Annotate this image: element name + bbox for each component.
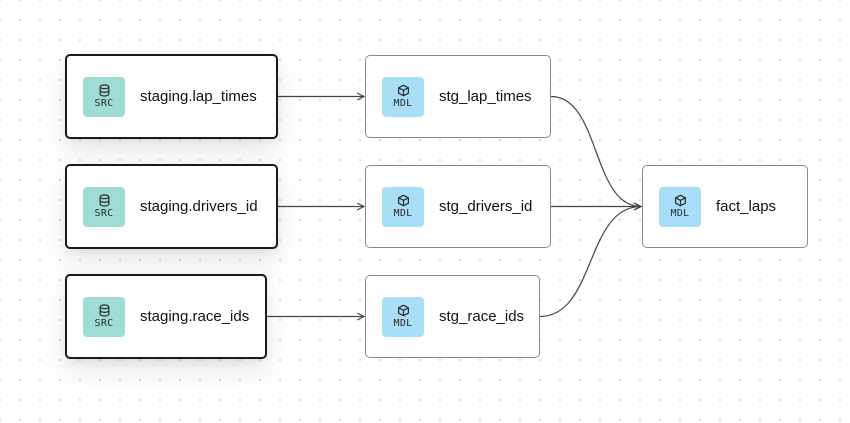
database-icon (99, 303, 109, 317)
source-node-drivers-id[interactable]: SRC staging.drivers_id (65, 164, 278, 249)
mdl-badge: MDL (382, 296, 424, 337)
cube-icon (397, 84, 409, 96)
cube-icon (674, 194, 686, 206)
node-label: fact_laps (716, 198, 777, 215)
source-node-lap-times[interactable]: SRC staging.lap_times (65, 54, 278, 139)
edge-stg_race_ids-to-fact_laps (539, 207, 641, 318)
node-label: staging.race_ids (140, 308, 250, 325)
badge-label: MDL (393, 97, 413, 109)
badge-label: SRC (94, 207, 114, 219)
src-badge: SRC (83, 296, 125, 337)
node-label: staging.lap_times (140, 88, 257, 105)
source-node-race-ids[interactable]: SRC staging.race_ids (65, 274, 267, 359)
model-node-stg-drivers-id[interactable]: MDL stg_drivers_id (365, 165, 551, 248)
database-icon (99, 193, 109, 207)
node-label: stg_lap_times (439, 88, 532, 105)
mdl-badge: MDL (382, 186, 424, 227)
mdl-badge: MDL (659, 186, 701, 227)
database-icon (99, 83, 109, 97)
mdl-badge: MDL (382, 76, 424, 117)
model-node-fact-laps[interactable]: MDL fact_laps (642, 165, 808, 248)
badge-label: MDL (670, 207, 690, 219)
src-badge: SRC (83, 76, 125, 117)
node-label: staging.drivers_id (140, 198, 258, 215)
edge-stg_lap_times-to-fact_laps (550, 95, 641, 207)
node-label: stg_race_ids (439, 308, 525, 325)
src-badge: SRC (83, 186, 125, 227)
cube-icon (397, 194, 409, 206)
cube-icon (397, 304, 409, 316)
badge-label: MDL (393, 207, 413, 219)
badge-label: MDL (393, 317, 413, 329)
badge-label: SRC (94, 97, 114, 109)
model-node-stg-race-ids[interactable]: MDL stg_race_ids (365, 275, 540, 358)
node-label: stg_drivers_id (439, 198, 533, 215)
badge-label: SRC (94, 317, 114, 329)
model-node-stg-lap-times[interactable]: MDL stg_lap_times (365, 55, 551, 138)
